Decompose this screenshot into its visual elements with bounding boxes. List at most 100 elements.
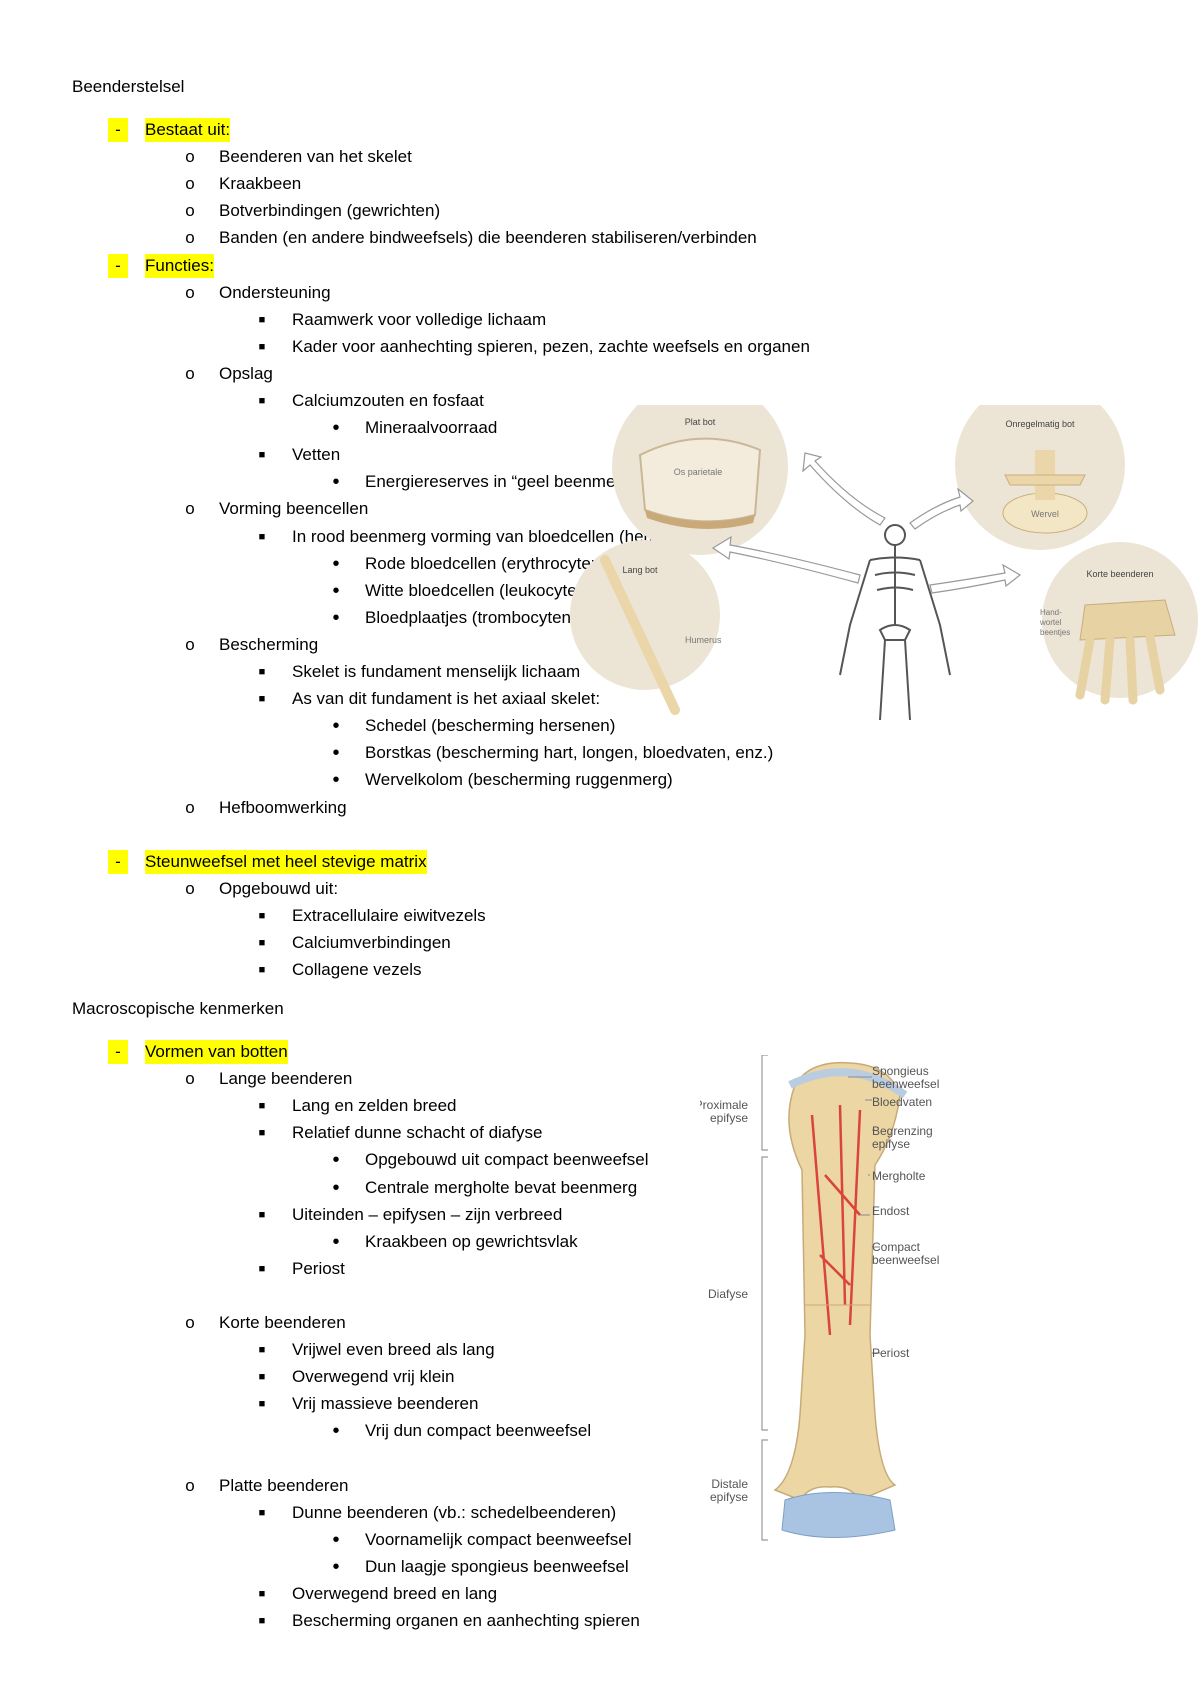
list-text: Extracellulaire eiwitvezels	[292, 905, 486, 925]
short-bone-name-1: Hand-	[1040, 608, 1062, 617]
list-text: Lange beenderen	[219, 1069, 353, 1089]
label-compact-1: Compact	[872, 1240, 921, 1254]
list-text: Vrij dun compact beenweefsel	[365, 1421, 592, 1441]
list-marker: ■	[258, 1398, 266, 1411]
bone-types-figure: Plat bot Os parietale Onregelmatig bot W…	[570, 405, 1198, 721]
list-text: Vetten	[292, 445, 341, 465]
skeleton-illustration	[839, 524, 951, 721]
list-text: Overwegend breed en lang	[292, 1584, 498, 1603]
list-text: Beenderen van het skelet	[219, 147, 412, 167]
list-text: Collagene vezels	[292, 960, 422, 980]
list-text: Calciumzouten en fosfaat	[292, 391, 484, 410]
list-text: Vormen van botten	[145, 1040, 288, 1064]
list-marker: ■	[258, 395, 266, 407]
list-text: Periost	[292, 1258, 345, 1278]
list-marker: ■	[258, 1344, 266, 1357]
label-spongy-2: beenweefsel	[872, 1077, 939, 1091]
list-text: Lang en zelden breed	[292, 1096, 457, 1116]
list-marker: -	[108, 1040, 128, 1064]
short-bone-name-2: wortel	[1039, 618, 1062, 627]
list-marker: o	[185, 201, 195, 221]
label-dist-2: epifyse	[710, 1490, 748, 1504]
list-marker: -	[108, 253, 128, 278]
list-marker: o	[185, 634, 195, 654]
list-text: Hefboomwerking	[219, 797, 347, 817]
irregular-bone-name: Wervel	[1031, 509, 1059, 519]
label-boundary-2: epifyse	[872, 1137, 910, 1151]
list-marker: ■	[258, 1371, 266, 1384]
list-text: Opgebouwd uit compact beenweefsel	[365, 1150, 649, 1170]
list-marker: ■	[258, 1506, 266, 1519]
list-text: Botverbindingen (gewrichten)	[219, 201, 441, 221]
list-marker: •	[332, 1149, 340, 1172]
list-marker: ■	[258, 1100, 266, 1113]
list-text: In rood beenmerg vorming van bloedcellen…	[292, 526, 739, 546]
list-text: As van dit fundament is het axiaal skele…	[292, 689, 601, 709]
long-bone-title: Lang bot	[622, 565, 658, 575]
list-text: Skelet is fundament menselijk lichaam	[292, 662, 581, 681]
list-marker: o	[185, 147, 195, 167]
list-text: Platte beenderen	[219, 1475, 349, 1495]
list-marker: o	[185, 228, 195, 248]
list-marker: o	[185, 282, 195, 302]
list-text: Borstkas (bescherming hart, longen, bloe…	[365, 743, 774, 763]
label-marrow: Mergholte	[872, 1169, 926, 1183]
section-heading: Beenderstelsel	[72, 77, 185, 96]
list-text: Overwegend vrij klein	[292, 1367, 455, 1387]
list-text: Wervelkolom (bescherming ruggenmerg)	[365, 770, 673, 790]
list-marker: ■	[258, 693, 266, 706]
irregular-bone-panel: Onregelmatig bot Wervel	[955, 405, 1125, 550]
list-text: Uiteinden – epifysen – zijn verbreed	[292, 1204, 563, 1224]
list-text: Dun laagje spongieus beenweefsel	[365, 1556, 629, 1576]
label-compact-2: beenweefsel	[872, 1253, 939, 1267]
list-marker: •	[332, 417, 340, 440]
list-marker: •	[332, 1555, 340, 1578]
list-marker: •	[332, 606, 340, 629]
list-text: Voornamelijk compact beenweefsel	[365, 1529, 632, 1549]
list-marker: o	[185, 1069, 195, 1089]
list-text: Ondersteuning	[219, 282, 331, 302]
list-marker: -	[108, 849, 128, 874]
list-marker: ■	[258, 340, 266, 353]
label-prox-1: Proximale	[700, 1098, 748, 1112]
list-text: Kader voor aanhechting spieren, pezen, z…	[292, 336, 810, 356]
list-text: Witte bloedcellen (leukocyten)	[365, 580, 592, 600]
list-marker: ■	[258, 909, 266, 922]
list-text: Energiereserves in “geel beenmerg”	[365, 472, 637, 492]
list-text: Raamwerk voor volledige lichaam	[292, 309, 547, 329]
list-marker: o	[185, 1313, 195, 1332]
list-text: Dunne beenderen (vb.: schedelbeenderen)	[292, 1502, 617, 1522]
bone-brackets	[761, 1055, 880, 1541]
list-marker: o	[185, 1475, 195, 1495]
list-text: Opgebouwd uit:	[219, 878, 339, 898]
flat-bone-name: Os parietale	[674, 467, 723, 477]
list-text: Vrijwel even breed als lang	[292, 1340, 495, 1360]
list-marker: o	[185, 499, 195, 519]
list-marker: •	[332, 1420, 340, 1443]
label-endost: Endost	[872, 1204, 910, 1218]
label-diaphysis: Diafyse	[708, 1287, 748, 1301]
list-marker: •	[332, 1528, 340, 1551]
list-marker: •	[332, 579, 340, 602]
list-marker: ■	[258, 1127, 266, 1140]
list-marker: ■	[258, 964, 266, 977]
list-text: Functies:	[145, 253, 214, 278]
section-heading: Macroscopische kenmerken	[72, 999, 284, 1018]
list-text: Bestaat uit:	[145, 118, 231, 142]
list-marker: •	[332, 552, 340, 575]
long-bone-anatomy-figure: Spongieus beenweefsel Bloedvaten Begrenz…	[700, 1055, 939, 1541]
list-text: Banden (en andere bindweefsels) die been…	[219, 228, 757, 248]
list-marker: ■	[258, 937, 266, 949]
list-marker: o	[185, 878, 195, 898]
list-text: Schedel (bescherming hersenen)	[365, 716, 616, 736]
list-marker: ■	[258, 449, 266, 462]
short-bone-panel: Korte beenderen Hand- wortel beentjes	[1039, 542, 1198, 705]
list-text: Korte beenderen	[219, 1313, 346, 1332]
list-marker: •	[332, 742, 340, 765]
short-bone-title: Korte beenderen	[1086, 569, 1153, 579]
flat-bone-title: Plat bot	[685, 417, 716, 427]
list-marker: o	[185, 174, 195, 194]
list-text: Bloedplaatjes (trombocyten)	[365, 607, 577, 627]
label-boundary-1: Begrenzing	[872, 1124, 933, 1138]
list-marker: •	[332, 769, 340, 792]
